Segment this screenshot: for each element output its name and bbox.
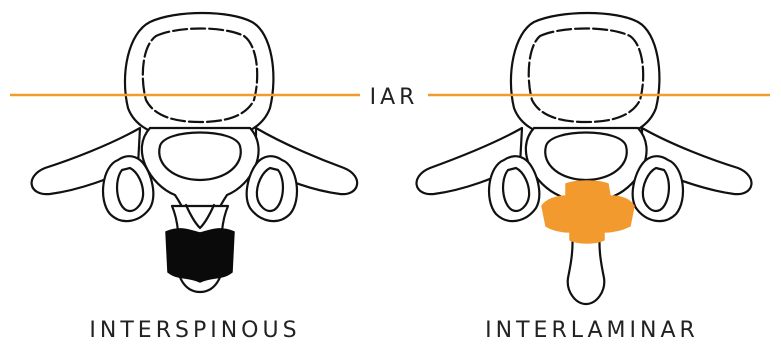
right-canal	[545, 133, 627, 181]
right-vertebra	[417, 13, 752, 304]
interspinous-caption: INTERSPINOUS	[45, 318, 345, 343]
interlaminar-caption: INTERLAMINAR	[442, 318, 742, 343]
left-canal	[159, 133, 241, 181]
iar-label: IAR	[370, 85, 419, 110]
interspinous-implant	[166, 229, 234, 282]
